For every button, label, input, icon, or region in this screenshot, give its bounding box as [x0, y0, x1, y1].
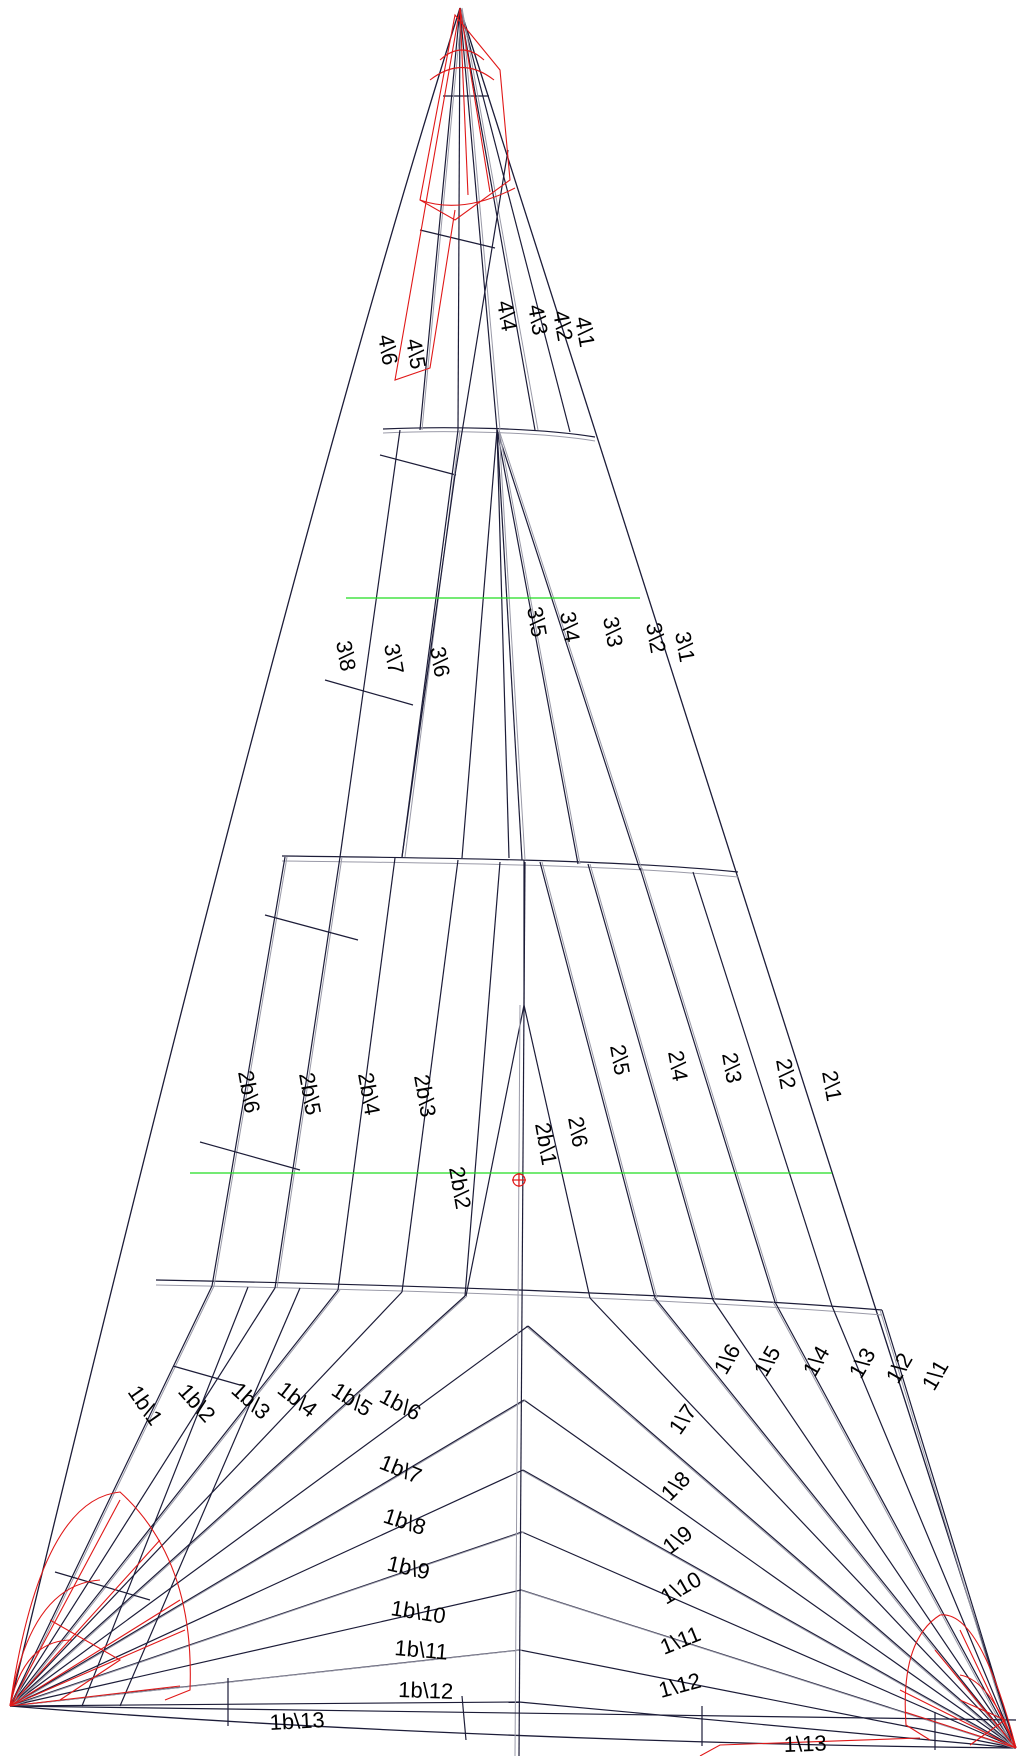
panel-label-3-5: 3\5 — [522, 605, 552, 639]
reference-lines — [190, 597, 832, 1174]
panel-label-4-3: 4\3 — [523, 303, 553, 337]
panel-label-1-8: 1\8 — [656, 1466, 695, 1505]
center-of-effort-icon — [512, 1173, 526, 1187]
leech-edge — [459, 7, 1017, 1749]
panel-label-1b-9: 1b\9 — [385, 1551, 432, 1585]
panel-label-4-6: 4\6 — [373, 333, 403, 367]
sail-outline — [9, 7, 1017, 1749]
panel-label-1b-8: 1b\8 — [380, 1503, 428, 1540]
tack-patch — [9, 1491, 191, 1707]
seam-4-3 — [382, 427, 596, 438]
panel-label-1-10: 1\10 — [656, 1566, 706, 1609]
panel-label-4-5: 4\5 — [401, 337, 431, 371]
foot-edge — [9, 1705, 1017, 1749]
panel-label-1-4: 1\4 — [798, 1342, 835, 1381]
panel-label-3-3: 3\3 — [598, 615, 628, 649]
horizontal-seams — [155, 95, 883, 1316]
panel-label-3-4: 3\4 — [555, 610, 585, 644]
clew-patch — [904, 1614, 1017, 1749]
head-patch — [419, 13, 511, 221]
panel-label-1-7: 1\7 — [664, 1399, 702, 1438]
panel-label-1b-1: 1b\1 — [123, 1381, 168, 1430]
panel-label-4-1: 4\1 — [570, 315, 600, 349]
panel-label-1-13: 1\13 — [783, 1731, 827, 1756]
panel-label-1-3: 1\3 — [844, 1344, 881, 1383]
panel-label-2-6: 2\6 — [563, 1115, 593, 1149]
panel-label-4-2: 4\2 — [548, 309, 578, 343]
panel-label-2b-5: 2b\5 — [294, 1071, 326, 1118]
panel-label-1-12: 1\12 — [656, 1668, 704, 1703]
panel-label-1-2: 1\2 — [881, 1349, 918, 1388]
panel-label-1b-7: 1b\7 — [376, 1449, 425, 1488]
luff-edge — [9, 7, 461, 1707]
panel-label-1b-13: 1b\13 — [269, 1707, 325, 1735]
reinforcement-patches — [9, 7, 1017, 1756]
panel-label-1-11: 1\11 — [657, 1621, 705, 1660]
panel-label-2b-1: 2b\1 — [530, 1121, 562, 1168]
panel-label-1-9: 1\9 — [658, 1520, 697, 1559]
panel-label-1b-3: 1b\3 — [227, 1377, 276, 1424]
seam-3-2 — [281, 855, 739, 873]
head-panel-seams — [379, 7, 571, 476]
panel-label-2-3: 2\3 — [717, 1051, 747, 1085]
panel-label-3-1: 3\1 — [670, 630, 700, 664]
panel-label-1b-11: 1b\11 — [394, 1635, 449, 1665]
panel-label-1-1: 1\1 — [917, 1356, 954, 1395]
panel-label-2b-4: 2b\4 — [353, 1071, 385, 1118]
panel-label-2-5: 2\5 — [605, 1043, 635, 1077]
upper-panel-seams — [324, 429, 643, 871]
panel-label-2-2: 2\2 — [771, 1057, 801, 1091]
panel-label-2b-2: 2b\2 — [444, 1165, 476, 1212]
panel-label-1-5: 1\5 — [749, 1342, 786, 1381]
panel-label-2b-3: 2b\3 — [409, 1073, 441, 1120]
panel-label-3-7: 3\7 — [379, 642, 409, 676]
panel-label-3-6: 3\6 — [425, 645, 455, 679]
panel-label-2-1: 2\1 — [817, 1069, 847, 1103]
panel-label-4-4: 4\4 — [492, 299, 522, 333]
panel-label-1b-10: 1b\10 — [389, 1595, 447, 1628]
panel-labels: 4\1 4\2 4\3 4\4 4\5 4\6 3\1 3\2 3\3 3\4 … — [123, 299, 954, 1756]
middle-panel-seams — [199, 856, 833, 1307]
panel-label-3-2: 3\2 — [641, 621, 671, 655]
panel-label-1b-4: 1b\4 — [273, 1376, 322, 1422]
panel-label-2-4: 2\4 — [663, 1049, 693, 1083]
panel-label-3-8: 3\8 — [331, 639, 361, 673]
seam-2-1 — [155, 1279, 883, 1311]
panel-label-1b-12: 1b\12 — [398, 1677, 454, 1704]
panel-label-2b-6: 2b\6 — [233, 1069, 265, 1116]
